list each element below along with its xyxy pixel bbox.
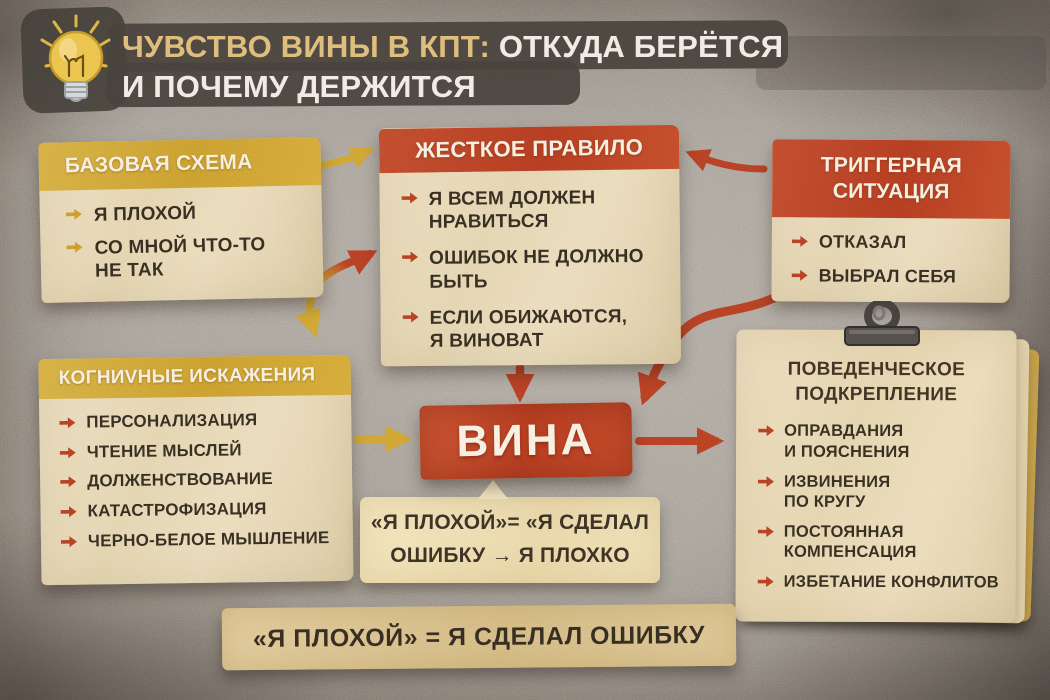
bullet-arrow-icon — [65, 208, 82, 220]
box-cognitive-distortions: КОГНИVНЫЕ ИСКАЖЕНИЯ ПЕРСОНАЛИЗАЦИЯ ЧТЕНИ… — [38, 354, 354, 586]
list-item: ЕСЛИ ОБИЖАЮТСЯ, Я ВИНОВАТ — [402, 304, 667, 353]
list-item-label: ПЕРСОНАЛИЗАЦИЯ — [86, 410, 258, 432]
bottom-banner-text: «Я ПЛОХОЙ» = Я СДЕЛАЛ ОШИБКУ — [252, 620, 706, 653]
bullet-arrow-icon — [59, 447, 76, 459]
bullet-arrow-icon — [757, 576, 774, 588]
list-item: ПЕРСОНАЛИЗАЦИЯ — [59, 409, 343, 434]
title-line2: И ПОЧЕМУ ДЕРЖИТСЯ — [122, 69, 476, 104]
bullet-arrow-icon — [60, 536, 77, 548]
bullet-arrow-icon — [402, 251, 419, 263]
list-item-label: ЧТЕНИЕ МЫСЛЕЙ — [86, 440, 242, 462]
list-item: ОТКАЗАЛ — [791, 231, 1000, 254]
bullet-arrow-icon — [791, 269, 808, 281]
title-band-smear — [756, 36, 1046, 90]
list-item: ОШИБОК НЕ ДОЛЖНО БЫТЬ — [402, 245, 666, 294]
bullet-arrow-icon — [66, 241, 83, 253]
bullet-arrow-icon — [60, 506, 77, 518]
list-item-label: ВЫБРАЛ СЕБЯ — [818, 265, 957, 287]
page-title: ЧУВСТВО ВИНЫ В КПТ: ОТКУДА БЕРЁТСЯ И ПОЧ… — [122, 27, 783, 107]
list-item-label: ЧЕРНО-БЕЛОЕ МЫШЛЕНИЕ — [87, 528, 330, 551]
box-trigger-situation: ТРИГГЕРНАЯ СИТУАЦИЯ ОТКАЗАЛ ВЫБРАЛ СЕБЯ — [771, 139, 1011, 303]
box-base-schema-title: БАЗОВАЯ СХЕМА — [38, 137, 322, 191]
list-item: ПОСТОЯННАЯ КОМПЕНСАЦИЯ — [757, 521, 1010, 562]
clipboard-paper: ПОВЕДЕНЧЕСКОЕ ПОДКРЕПЛЕНИЕ ОПРАВДАНИЯ И … — [735, 329, 1017, 623]
bullet-arrow-icon — [59, 417, 76, 429]
bullet-arrow-icon — [758, 425, 775, 437]
list-item-label: КАТАСТРОФИЗАЦИЯ — [87, 499, 267, 521]
list-item-label: Я ПЛОХОЙ — [93, 202, 197, 226]
list-item-label: ЕСЛИ ОБИЖАЮТСЯ, Я ВИНОВАТ — [429, 305, 628, 352]
list-item: ЧТЕНИЕ МЫСЛЕЙ — [59, 439, 344, 464]
box-rigid-rule: ЖЕСТКОЕ ПРАВИЛО Я ВСЕМ ДОЛЖЕН НРАВИТЬСЯ … — [378, 124, 682, 367]
list-item: ЧЕРНО-БЕЛОЕ МЫШЛЕНИЕ — [60, 528, 345, 553]
list-item-label: Я ВСЕМ ДОЛЖЕН НРАВИТЬСЯ — [428, 187, 596, 234]
box-trigger-situation-title: ТРИГГЕРНАЯ СИТУАЦИЯ — [772, 139, 1011, 219]
bullet-arrow-icon — [791, 235, 808, 247]
bottom-banner: «Я ПЛОХОЙ» = Я СДЕЛАЛ ОШИБКУ — [221, 603, 737, 671]
list-item: ИЗВИНЕНИЯ ПО КРУГУ — [757, 471, 1010, 512]
list-item-label: СО МНОЙ ЧТО-ТО НЕ ТАК — [94, 234, 266, 283]
guilt-box: ВИНА — [419, 402, 633, 480]
arrow-trigger-to-rule — [685, 149, 768, 173]
lightbulb-icon — [40, 14, 111, 102]
bullet-arrow-icon — [402, 311, 419, 323]
bullet-arrow-icon — [757, 525, 774, 537]
list-item-label: ИЗБЕТАНИЕ КОНФЛИТОВ — [783, 572, 999, 592]
list-item-label: ОПРАВДАНИЯ И ПОЯСНЕНИЯ — [784, 422, 910, 461]
bullet-arrow-icon — [757, 475, 774, 487]
list-item-label: ДОЛЖЕНСТВОВАНИЕ — [87, 469, 273, 491]
title-rest: ОТКУДА БЕРЁТСЯ — [490, 29, 784, 64]
list-item: ДОЛЖЕНСТВОВАНИЕ — [60, 468, 344, 493]
list-item: ВЫБРАЛ СЕБЯ — [791, 265, 1000, 288]
box-base-schema: БАЗОВАЯ СХЕМА Я ПЛОХОЙ СО МНОЙ ЧТО-ТО НЕ… — [38, 137, 324, 303]
clipboard-clip-icon — [844, 301, 920, 346]
title-block: ЧУВСТВО ВИНЫ В КПТ: ОТКУДА БЕРЁТСЯ И ПОЧ… — [0, 0, 1050, 120]
box-behavioral-reinforcement: ПОВЕДЕНЧЕСКОЕ ПОДКРЕПЛЕНИЕ ОПРАВДАНИЯ И … — [733, 301, 1040, 633]
list-item-label: ОТКАЗАЛ — [818, 231, 907, 253]
list-item: Я ВСЕМ ДОЛЖЕН НРАВИТЬСЯ — [401, 186, 665, 235]
list-item-label: ПОСТОЯННАЯ КОМПЕНСАЦИЯ — [783, 522, 917, 562]
bubble-tip — [478, 480, 508, 499]
list-item: ОПРАВДАНИЯ И ПОЯСНЕНИЯ — [758, 421, 1010, 462]
box-cognitive-distortions-title: КОГНИVНЫЕ ИСКАЖЕНИЯ — [38, 354, 351, 400]
box-rigid-rule-title: ЖЕСТКОЕ ПРАВИЛО — [378, 124, 680, 174]
title-accent: ЧУВСТВО ВИНЫ В КПТ: — [122, 29, 491, 64]
bullet-arrow-icon — [401, 192, 418, 204]
guilt-note-bubble: «Я ПЛОХОЙ»= «Я СДЕЛАЛ ОШИБКУ → Я ПЛОХКО — [360, 480, 660, 583]
list-item: СО МНОЙ ЧТО-ТО НЕ ТАК — [66, 233, 309, 284]
list-item: КАТАСТРОФИЗАЦИЯ — [60, 498, 344, 523]
bullet-arrow-icon — [60, 476, 77, 488]
list-item: ИЗБЕТАНИЕ КОНФЛИТОВ — [757, 572, 1010, 593]
list-item-label: ОШИБОК НЕ ДОЛЖНО БЫТЬ — [429, 246, 644, 293]
list-item: Я ПЛОХОЙ — [65, 199, 308, 227]
list-item-label: ИЗВИНЕНИЯ ПО КРУГУ — [783, 472, 891, 511]
guilt-note-text: «Я ПЛОХОЙ»= «Я СДЕЛАЛ ОШИБКУ → Я ПЛОХКО — [370, 511, 650, 567]
